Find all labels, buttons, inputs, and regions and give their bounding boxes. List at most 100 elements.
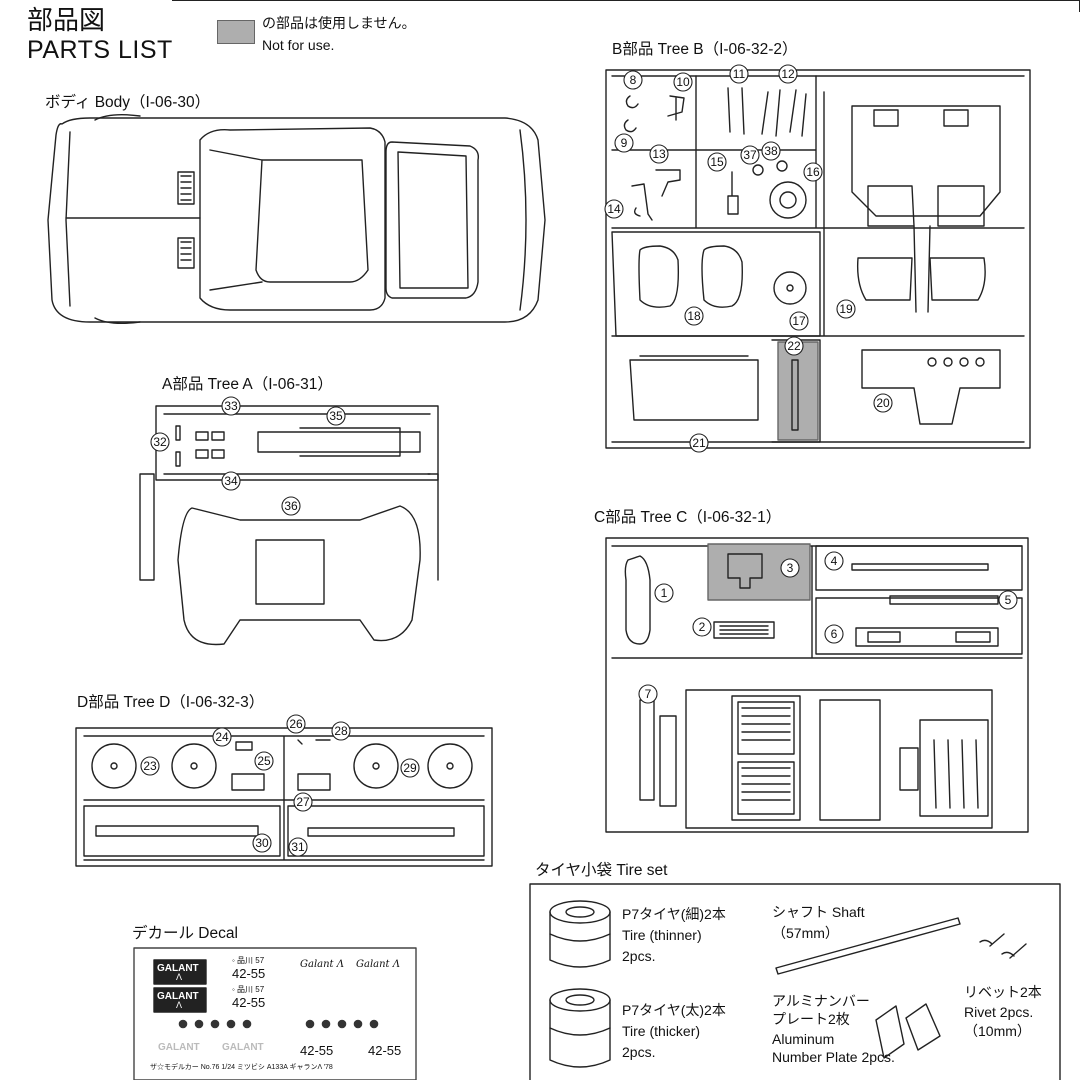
section-tire-set-label: タイヤ小袋 Tire set xyxy=(535,862,668,879)
decal-plate-num-3: 42-55 xyxy=(300,1043,334,1058)
part-number-5: 5 xyxy=(998,590,1018,610)
svg-text:38: 38 xyxy=(764,144,778,158)
part-number-12: 12 xyxy=(778,64,798,84)
part-number-29: 29 xyxy=(400,758,420,778)
tree-d-parts xyxy=(91,739,473,837)
rivet-ja: リベット2本 xyxy=(964,984,1042,1000)
decal-plate-num-2: 42-55 xyxy=(232,995,266,1010)
svg-text:14: 14 xyxy=(607,202,621,216)
part-number-26: 26 xyxy=(286,714,306,734)
tire-thick-qty: 2pcs. xyxy=(622,1044,656,1060)
svg-text:4: 4 xyxy=(831,554,838,568)
part-number-38: 38 xyxy=(761,141,781,161)
section-body-label: ボディ Body（I-06-30） xyxy=(45,94,211,111)
section-decal-label: デカール Decal xyxy=(132,925,238,942)
svg-text:24: 24 xyxy=(215,730,229,744)
decal-plate-num-1: 42-55 xyxy=(232,966,266,981)
decal-ghost-1: GALANT xyxy=(158,1042,200,1053)
part-number-21: 21 xyxy=(689,433,709,453)
svg-text:2: 2 xyxy=(699,620,706,634)
tree-b-parts xyxy=(623,87,1001,431)
part-number-37: 37 xyxy=(740,145,760,165)
tire-thick-ja: P7タイヤ(太)2本 xyxy=(622,1002,726,1018)
decal-ghost-2: GALANT xyxy=(222,1042,264,1053)
part-number-3: 3 xyxy=(780,558,800,578)
plate-en-1: Aluminum xyxy=(772,1031,835,1047)
decal-brand-2-sub: Λ xyxy=(176,1000,183,1010)
part-number-11: 11 xyxy=(729,64,749,84)
part-number-32: 32 xyxy=(150,432,170,452)
svg-text:25: 25 xyxy=(257,754,271,768)
part-number-33: 33 xyxy=(221,396,241,416)
decal-plate-small-2: ◦ 品川 57 xyxy=(232,985,265,994)
page-title-en: PARTS LIST xyxy=(27,36,173,64)
svg-text:32: 32 xyxy=(153,435,167,449)
part-number-18: 18 xyxy=(684,306,704,326)
svg-text:26: 26 xyxy=(289,717,303,731)
svg-text:10: 10 xyxy=(676,75,690,89)
svg-text:15: 15 xyxy=(710,155,724,169)
section-tree-d-label: D部品 Tree D（I-06-32-3） xyxy=(77,694,265,711)
part-number-14: 14 xyxy=(604,199,624,219)
part-number-20: 20 xyxy=(873,393,893,413)
svg-text:29: 29 xyxy=(403,761,417,775)
shaft-label: シャフト Shaft xyxy=(772,904,865,920)
svg-text:22: 22 xyxy=(787,339,801,353)
tree-a-parts xyxy=(175,425,421,646)
plate-ja-2: プレート2枚 xyxy=(772,1011,850,1027)
svg-text:12: 12 xyxy=(781,67,795,81)
part-number-28: 28 xyxy=(331,721,351,741)
part-number-22: 22 xyxy=(784,336,804,356)
svg-text:13: 13 xyxy=(652,147,666,161)
part-number-35: 35 xyxy=(326,406,346,426)
section-tree-b-label: B部品 Tree B（I-06-32-2） xyxy=(612,41,798,58)
svg-text:18: 18 xyxy=(687,309,701,323)
part-number-1: 1 xyxy=(654,583,674,603)
decal-brand-1-sub: Λ xyxy=(176,972,183,982)
svg-text:36: 36 xyxy=(284,499,298,513)
tree-c-parts xyxy=(624,553,999,829)
part-number-36: 36 xyxy=(281,496,301,516)
svg-text:9: 9 xyxy=(621,136,628,150)
part-number-34: 34 xyxy=(221,471,241,491)
not-for-use-swatch xyxy=(217,20,255,44)
section-tree-c-label: C部品 Tree C（I-06-32-1） xyxy=(594,509,782,526)
part-number-24: 24 xyxy=(212,727,232,747)
decal-brand-1: GALANT xyxy=(157,963,199,974)
tire-set-box xyxy=(529,883,1061,1080)
part-number-4: 4 xyxy=(824,551,844,571)
decal-brand-2: GALANT xyxy=(157,991,199,1002)
shaft-size: （57mm） xyxy=(772,925,839,941)
svg-text:20: 20 xyxy=(876,396,890,410)
svg-text:6: 6 xyxy=(831,627,838,641)
rivet-size: （10mm） xyxy=(964,1023,1031,1039)
svg-text:34: 34 xyxy=(224,474,238,488)
part-number-2: 2 xyxy=(692,617,712,637)
svg-text:23: 23 xyxy=(143,759,157,773)
part-number-7: 7 xyxy=(638,684,658,704)
legend-en: Not for use. xyxy=(262,37,335,53)
part-number-6: 6 xyxy=(824,624,844,644)
tree-c-runner xyxy=(605,537,1029,833)
svg-text:3: 3 xyxy=(787,561,794,575)
decal-sheet xyxy=(133,947,417,1080)
svg-text:7: 7 xyxy=(645,687,652,701)
part-number-19: 19 xyxy=(836,299,856,319)
part-number-25: 25 xyxy=(254,751,274,771)
svg-text:30: 30 xyxy=(255,836,269,850)
svg-text:31: 31 xyxy=(291,840,305,854)
tire-thin-en: Tire (thinner) xyxy=(622,927,702,943)
section-tree-a-label: A部品 Tree A（I-06-31） xyxy=(162,376,333,393)
decal-plate-small-1: ◦ 品川 57 xyxy=(232,956,265,965)
svg-text:17: 17 xyxy=(792,314,806,328)
tire-thin-ja: P7タイヤ(細)2本 xyxy=(622,906,726,922)
tire-thick-en: Tire (thicker) xyxy=(622,1023,701,1039)
part-number-9: 9 xyxy=(614,133,634,153)
part-number-16: 16 xyxy=(803,162,823,182)
part-number-30: 30 xyxy=(252,833,272,853)
svg-text:1: 1 xyxy=(661,586,668,600)
svg-text:11: 11 xyxy=(733,67,746,81)
decal-script-2: Galant Λ xyxy=(356,959,400,970)
